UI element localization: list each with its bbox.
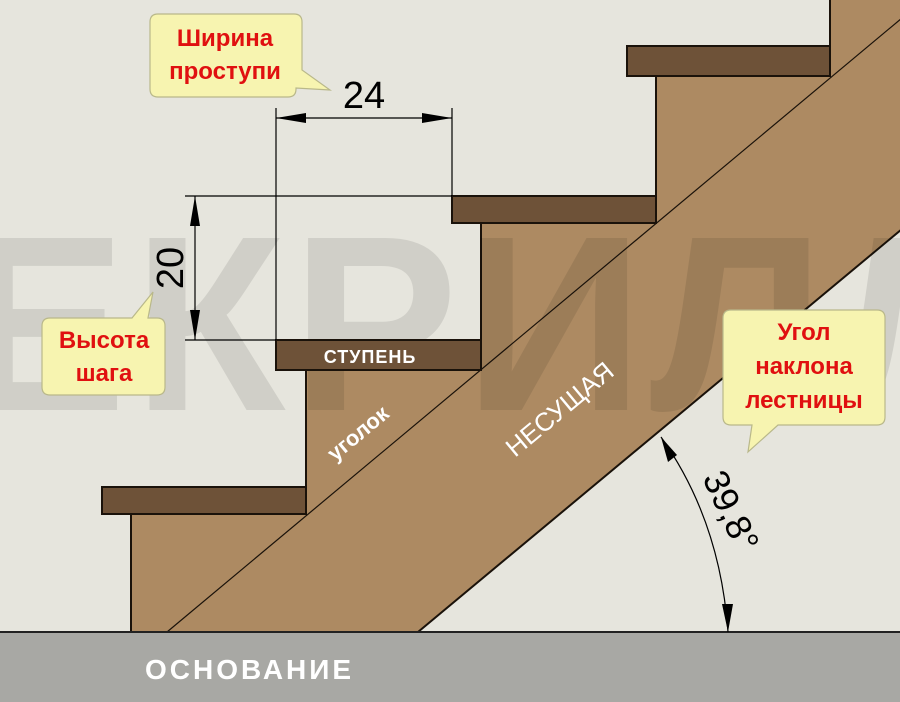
tread-4 (626, 45, 831, 77)
callout-text: шага (76, 360, 133, 387)
step-height-dimension: 20 (150, 195, 452, 341)
callout-step-height: Высота шага (41, 291, 166, 396)
callout-tread-width: Ширина проступи (149, 13, 333, 98)
callout-text: наклона (755, 353, 853, 380)
step-height-value: 20 (150, 247, 192, 289)
callout-text: проступи (169, 58, 281, 85)
tread-2 (275, 339, 482, 371)
callout-text: лестницы (745, 387, 863, 414)
angle-dimension: 39,8° (660, 436, 768, 633)
tread-width-dimension: 24 (275, 75, 453, 340)
tread-3 (451, 195, 657, 224)
tread-label: СТУПЕНЬ (324, 347, 417, 367)
stringer-edge-line (166, 18, 900, 633)
callout-angle: Угол наклона лестницы (722, 309, 886, 454)
base-label: ОСНОВАНИЕ (145, 654, 354, 685)
callout-text: Высота (59, 327, 150, 354)
angle-value: 39,8° (695, 464, 768, 558)
tread-width-value: 24 (343, 75, 385, 117)
callout-text: Угол (777, 319, 830, 346)
callout-text: Ширина (177, 25, 274, 52)
base (0, 632, 900, 702)
tread-1 (101, 486, 307, 515)
